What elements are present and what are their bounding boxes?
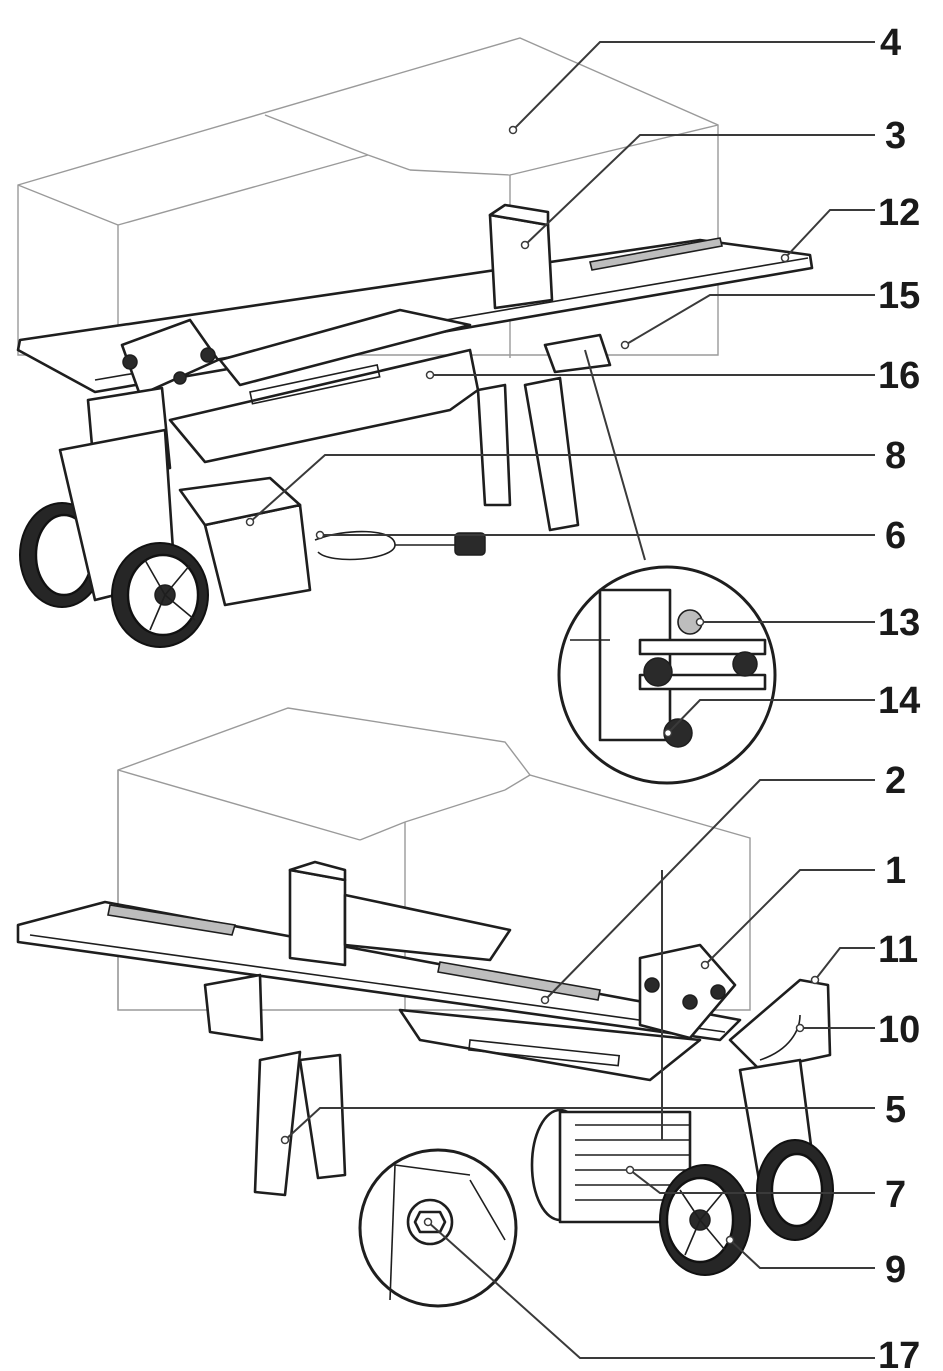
bottom-view-illustration bbox=[16, 707, 834, 1308]
bottom-wedge bbox=[288, 860, 512, 967]
callout-5: 5 bbox=[885, 1089, 906, 1131]
callout-8: 8 bbox=[885, 435, 906, 477]
bottom-beam-housing bbox=[398, 1008, 702, 1082]
callout-2: 2 bbox=[885, 760, 906, 802]
callout-4: 4 bbox=[880, 22, 901, 64]
top-inset-detail bbox=[557, 565, 777, 785]
callout-13: 13 bbox=[878, 602, 920, 644]
callout-dots bbox=[245, 125, 820, 1245]
callout-16: 16 bbox=[878, 355, 920, 397]
bottom-work-table bbox=[16, 900, 742, 1042]
top-rear-legs bbox=[476, 333, 612, 532]
callout-14: 14 bbox=[878, 680, 920, 722]
bottom-front-legs bbox=[203, 973, 347, 1197]
top-motor-box bbox=[178, 476, 486, 607]
callout-9: 9 bbox=[885, 1249, 906, 1291]
bottom-inset-detail bbox=[358, 1148, 518, 1308]
top-wedge bbox=[488, 203, 554, 310]
callout-11: 11 bbox=[878, 929, 918, 971]
callout-17: 17 bbox=[878, 1335, 920, 1371]
callout-leaders bbox=[249, 41, 875, 1359]
top-wheels bbox=[19, 428, 209, 648]
callout-15: 15 bbox=[878, 275, 920, 317]
callout-12: 12 bbox=[878, 192, 920, 234]
callout-3: 3 bbox=[885, 115, 906, 157]
top-view-illustration bbox=[16, 37, 814, 785]
callout-1: 1 bbox=[885, 850, 906, 892]
callout-10: 10 bbox=[878, 1009, 920, 1051]
top-beam-housing bbox=[168, 308, 480, 464]
callout-6: 6 bbox=[885, 515, 906, 557]
callout-numbers: 4 3 12 15 16 8 6 13 14 2 1 11 10 5 7 9 1… bbox=[878, 22, 920, 1371]
bottom-end-frame bbox=[638, 943, 832, 1072]
callout-7: 7 bbox=[885, 1174, 906, 1216]
